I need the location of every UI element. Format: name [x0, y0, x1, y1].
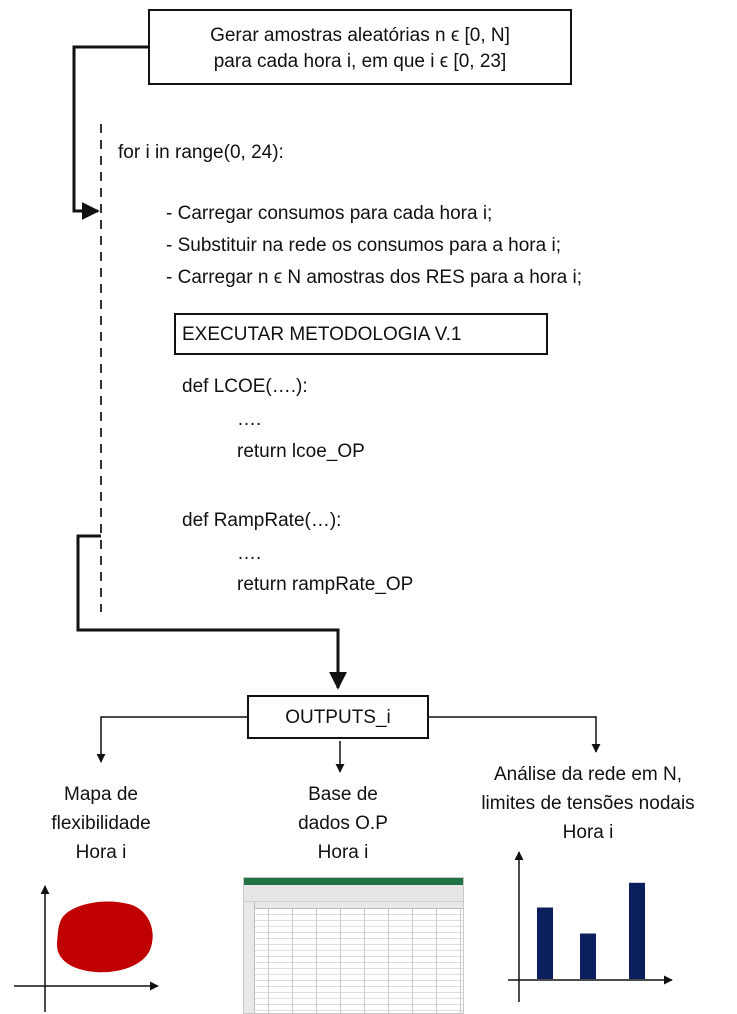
spreadsheet-toolbar: [244, 885, 463, 902]
flexibility-map-graphic: [14, 885, 159, 1012]
voltage-bar-chart: [508, 851, 673, 1002]
lcoe-def: def LCOE(….):: [182, 376, 308, 397]
generate-samples-line2: para cada hora i, em que i ϵ [0, 23]: [213, 51, 507, 72]
output-middle-label: Base de dados O.P Hora i: [258, 780, 428, 867]
output-left-label: Mapa de flexibilidade Hora i: [16, 780, 186, 867]
loop-step-1: - Carregar consumos para cada hora i;: [166, 203, 493, 224]
output-left-line2: flexibilidade: [51, 813, 151, 834]
arrow-top-to-loop: [72, 45, 148, 220]
spreadsheet-ribbon: [244, 878, 463, 885]
spreadsheet-column-headers: [244, 902, 463, 909]
loop-header: for i in range(0, 24):: [118, 142, 284, 163]
bar-2: [580, 933, 596, 979]
arrow-outputs-right: [429, 716, 601, 753]
output-left-line1: Mapa de: [64, 784, 138, 805]
output-right-label: Análise da rede em N, limites de tensões…: [440, 760, 736, 847]
spreadsheet-thumbnail: [243, 877, 464, 1014]
output-right-line2: limites de tensões nodais: [481, 793, 695, 814]
arrow-loop-to-outputs: [76, 534, 347, 690]
ramp-dots: ….: [237, 543, 262, 564]
spreadsheet-grid: [244, 902, 463, 1013]
execute-methodology-label: EXECUTAR METODOLOGIA V.1: [182, 324, 462, 345]
output-right-line1: Análise da rede em N,: [494, 764, 682, 785]
outputs-box: OUTPUTS_i: [247, 695, 429, 739]
bar-1: [537, 907, 553, 979]
generate-samples-box: Gerar amostras aleatórias n ϵ [0, N] par…: [148, 9, 572, 85]
lcoe-dots: ….: [237, 409, 262, 430]
generate-samples-line1: Gerar amostras aleatórias n ϵ [0, N]: [210, 25, 510, 46]
flexibility-region: [56, 901, 153, 973]
output-middle-line1: Base de: [308, 784, 378, 805]
loop-step-2: - Substituir na rede os consumos para a …: [166, 235, 561, 256]
output-right-line3: Hora i: [562, 822, 614, 843]
loop-step-3: - Carregar n ϵ N amostras dos RES para a…: [166, 267, 583, 288]
ramp-return: return rampRate_OP: [237, 574, 414, 595]
output-left-line3: Hora i: [75, 842, 127, 863]
output-middle-line2: dados O.P: [298, 813, 388, 834]
spreadsheet-row-headers: [244, 902, 255, 1013]
bar-3: [629, 882, 645, 979]
arrow-outputs-left: [96, 716, 247, 763]
execute-methodology-box: EXECUTAR METODOLOGIA V.1: [174, 313, 548, 355]
ramp-def: def RampRate(…):: [182, 510, 342, 531]
outputs-label: OUTPUTS_i: [285, 707, 391, 728]
lcoe-return: return lcoe_OP: [237, 441, 365, 462]
output-middle-line3: Hora i: [317, 842, 369, 863]
